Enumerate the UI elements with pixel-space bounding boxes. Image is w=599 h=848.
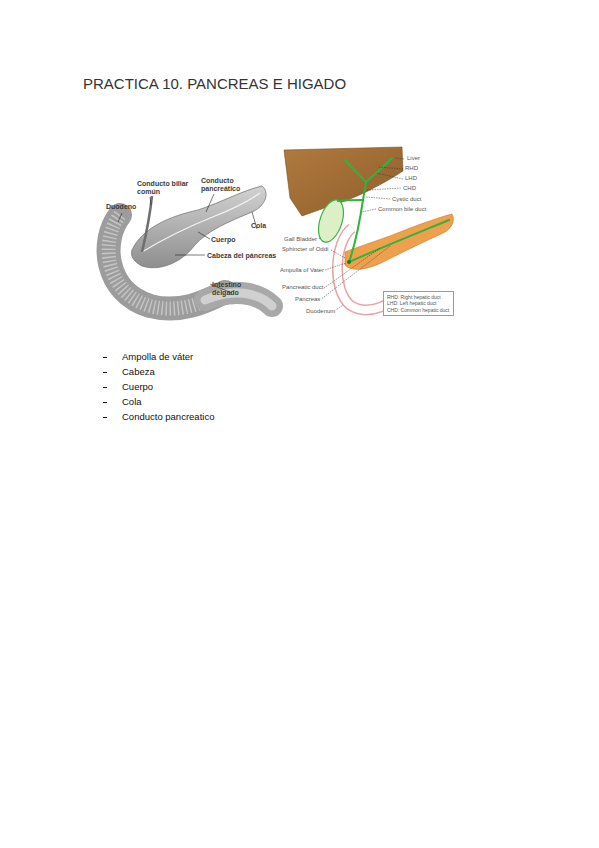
- abbreviation-text: RHD: Right hepatic duct: [387, 294, 450, 300]
- list-item: Cola: [122, 396, 142, 407]
- part-label: RHD: [404, 165, 419, 172]
- part-label: Common bile duct: [377, 206, 427, 213]
- abbreviation-text: CHD: Common hepatic duct: [387, 307, 450, 313]
- ampulla-dot: [347, 260, 351, 264]
- bile-ducts: [338, 158, 449, 262]
- part-label: Pancreatic duct: [281, 284, 324, 291]
- part-label: Duodeno: [106, 203, 136, 211]
- abbreviation-text: LHD: Left hepatic duct: [387, 300, 450, 306]
- part-label: Cabeza del páncreas: [207, 252, 276, 260]
- gallbladder: [314, 197, 349, 246]
- part-label: LHD: [404, 175, 418, 182]
- part-label: Cola: [251, 222, 266, 230]
- leader-lines: [118, 194, 257, 293]
- abbreviation-box: RHD: Right hepatic ductLHD: Left hepatic…: [383, 291, 454, 316]
- part-label: Conducto pancreático: [201, 177, 245, 192]
- part-label: Cuerpo: [211, 236, 236, 244]
- part-label: Liver: [406, 155, 421, 162]
- bile-duct-line: [142, 196, 152, 252]
- part-label: Intestino delgado: [212, 281, 252, 296]
- page-title: PRACTICA 10. PANCREAS E HIGADO: [83, 75, 346, 92]
- list-item: Conducto pancreatico: [122, 411, 214, 422]
- part-label: Duodenum: [305, 308, 336, 315]
- list-item: Ampolla de váter: [122, 351, 193, 362]
- list-dashes: [103, 357, 107, 418]
- part-label: Sphincter of Oddi: [281, 246, 329, 253]
- part-label: Conducto biliar común: [137, 180, 195, 195]
- part-label: Pancreas: [294, 296, 321, 303]
- part-label: Gall Bladder: [283, 236, 318, 243]
- part-label: Cystic duct: [391, 196, 422, 203]
- part-label: CHD: [402, 185, 417, 192]
- list-item: Cabeza: [122, 366, 155, 377]
- leader-lines-right: [314, 158, 404, 312]
- pancreatic-duct-line: [142, 193, 260, 252]
- list-item: Cuerpo: [122, 381, 153, 392]
- part-label: Ampulla of Vater: [279, 267, 325, 274]
- pancreas-shape: [345, 214, 453, 269]
